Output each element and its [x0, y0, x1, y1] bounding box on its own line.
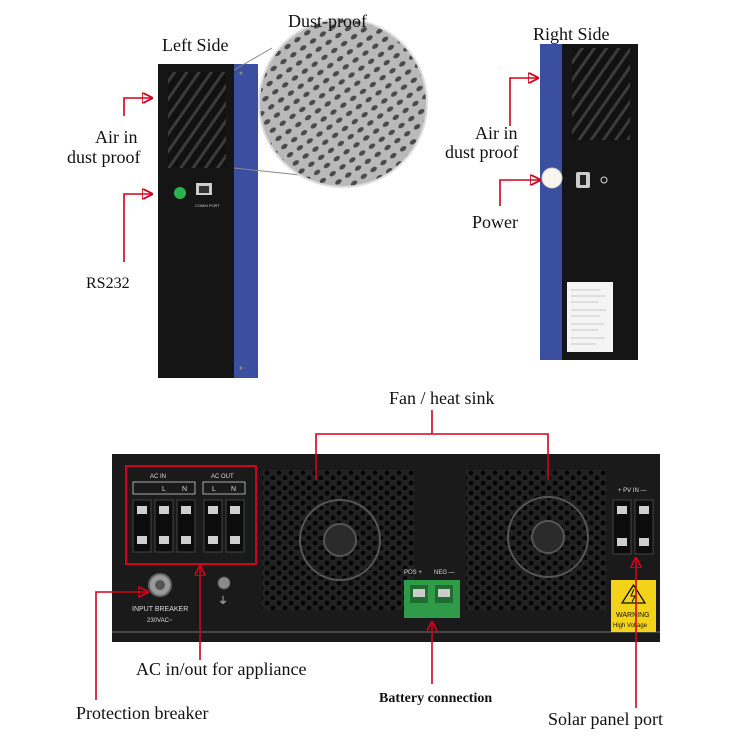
fan-left-icon	[299, 499, 381, 581]
air-in-left-line2: dust proof	[67, 147, 141, 167]
left-side-title: Left Side	[162, 35, 229, 55]
power-label: Power	[472, 212, 518, 232]
warning-triangle-icon	[620, 583, 647, 604]
air-in-right-line1: Air in	[475, 123, 518, 143]
svg-text:230VAC~: 230VAC~	[147, 618, 173, 624]
svg-text:AC IN: AC IN	[150, 474, 166, 480]
rs232-led-icon	[174, 187, 186, 199]
svg-text:WARNING: WARNING	[616, 612, 650, 619]
back-panel: AC IN AC OUT L N L N INPUT BREAKER 230VA…	[112, 454, 660, 642]
fan-right-icon	[507, 496, 589, 578]
svg-text:NEG —: NEG —	[434, 570, 455, 576]
left-side-unit: COMM PORT	[158, 64, 258, 378]
air-in-left-line1: Air in	[95, 127, 138, 147]
ground-terminal-icon	[217, 576, 231, 590]
svg-text:L: L	[162, 486, 166, 493]
svg-text:High Voltage: High Voltage	[613, 623, 648, 629]
right-side-title: Right Side	[533, 24, 610, 44]
battery-connection-label: Battery connection	[379, 691, 493, 706]
air-in-right-line2: dust proof	[445, 142, 519, 162]
svg-text:INPUT BREAKER: INPUT BREAKER	[132, 606, 188, 613]
spec-label	[567, 282, 613, 352]
rs232-label: RS232	[86, 275, 130, 292]
svg-text:POS +: POS +	[404, 570, 422, 576]
warning-sticker	[611, 580, 656, 632]
svg-text:L: L	[212, 486, 216, 493]
right-side-unit	[540, 44, 638, 360]
dust-proof-title: Dust-proof	[288, 11, 367, 31]
ac-in-out-label: AC in/out for appliance	[136, 659, 307, 679]
fan-heat-sink-label: Fan / heat sink	[389, 388, 495, 408]
svg-text:N: N	[231, 486, 236, 493]
ground-icon: ⏚	[218, 595, 228, 607]
solar-panel-port-label: Solar panel port	[548, 709, 663, 729]
ac-terminal-highlight	[125, 465, 257, 565]
svg-text:+ PV IN —: + PV IN —	[618, 488, 647, 494]
callout-lines	[95, 78, 636, 708]
comm-port-text: COMM PORT	[195, 203, 220, 208]
protection-breaker-label: Protection breaker	[76, 703, 209, 723]
svg-text:AC OUT: AC OUT	[211, 474, 234, 480]
svg-text:N: N	[182, 486, 187, 493]
power-icon	[600, 176, 608, 184]
